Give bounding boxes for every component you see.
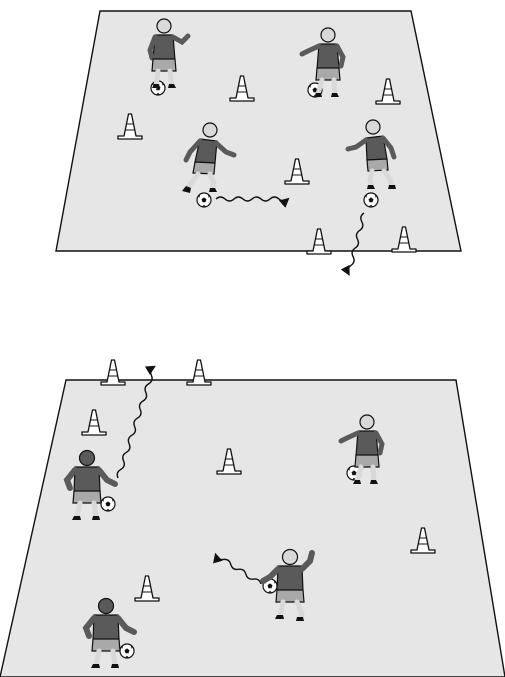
soccer-ball (101, 497, 115, 511)
top-field (56, 11, 461, 251)
soccer-ball (197, 193, 211, 207)
soccer-ball (120, 644, 134, 658)
soccer-ball (364, 193, 378, 207)
bottom-field (0, 380, 505, 677)
